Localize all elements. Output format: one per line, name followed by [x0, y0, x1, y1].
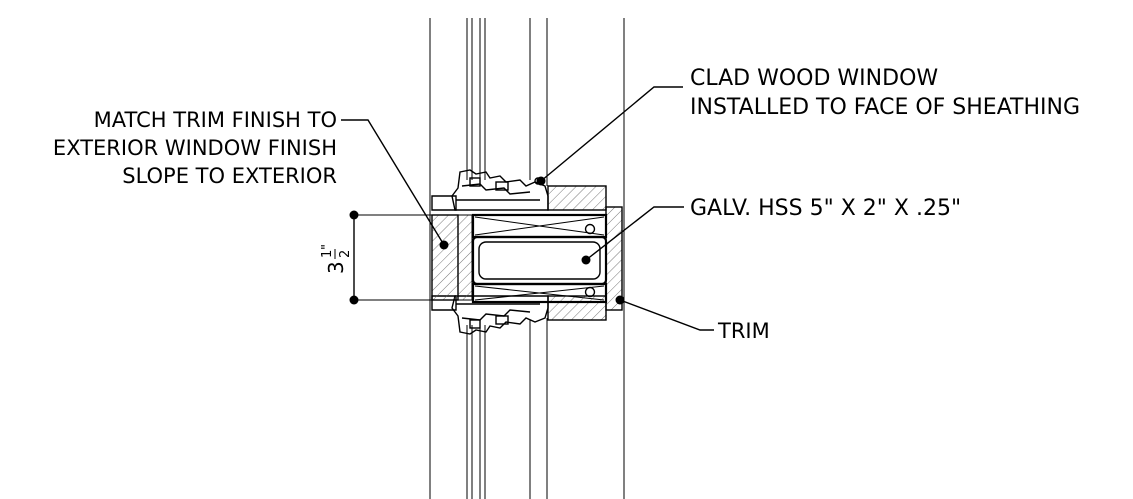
label-clad-window-2: INSTALLED TO FACE OF SHEATHING [690, 95, 1080, 120]
svg-text:3: 3 [324, 261, 348, 274]
wall-lines [429, 18, 625, 499]
leader-trim [615, 295, 714, 331]
insulation-bottom [471, 282, 608, 304]
interior-trim [431, 214, 459, 301]
label-trim-finish-2: EXTERIOR WINDOW FINISH [53, 136, 337, 160]
dimension-line [349, 210, 470, 305]
svg-text:2: 2 [338, 250, 353, 258]
leader-hss [581, 206, 684, 265]
label-trim-finish-1: MATCH TRIM FINISH TO [94, 108, 337, 132]
svg-text:": " [320, 244, 335, 250]
window-frame-upper [431, 169, 549, 211]
dimension-text: 3 1 2 " [320, 244, 353, 274]
insulation-top [471, 213, 608, 239]
leader-trim-finish [341, 119, 449, 250]
svg-text:1: 1 [320, 250, 335, 258]
shim-strip [457, 214, 473, 301]
label-clad-window-1: CLAD WOOD WINDOW [690, 66, 938, 91]
label-hss: GALV. HSS 5" X 2" X .25" [690, 196, 961, 221]
blocking-bottom [547, 295, 607, 321]
leader-clad-window [536, 86, 683, 186]
label-trim: TRIM [717, 319, 770, 343]
label-trim-finish-3: SLOPE TO EXTERIOR [122, 164, 337, 188]
exterior-trim [605, 206, 623, 311]
blocking-top [547, 185, 607, 211]
